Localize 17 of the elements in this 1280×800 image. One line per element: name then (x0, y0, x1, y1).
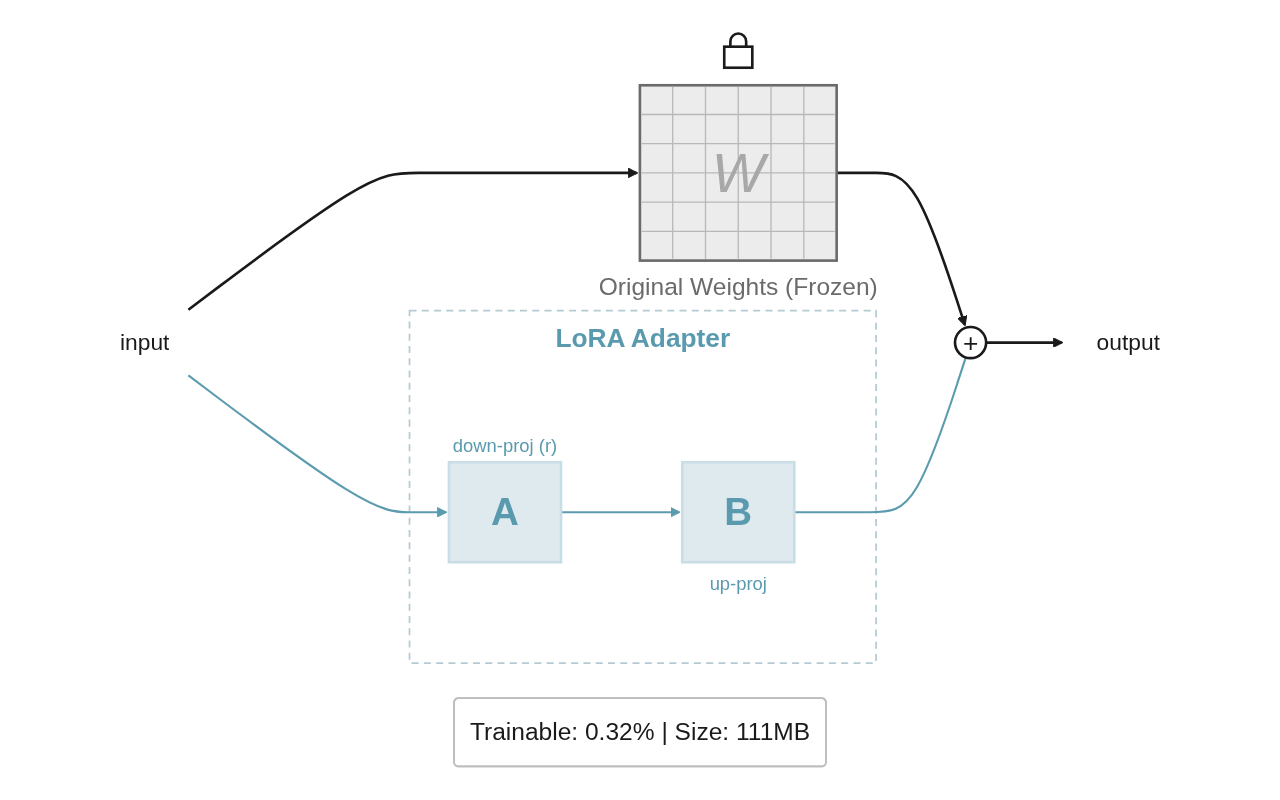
arrow (836, 171, 968, 327)
weight-matrix-box: W (638, 83, 838, 262)
process-box: A (447, 460, 563, 564)
connector-line (794, 357, 967, 514)
sum-circle: + (953, 325, 988, 360)
process-box: B (680, 460, 796, 564)
caption-text: Original Weights (Frozen) (598, 273, 878, 301)
arrow (187, 167, 639, 311)
caption-text: down-proj (r) (452, 434, 558, 456)
arrow (561, 506, 681, 518)
arrow (187, 374, 448, 518)
output-label: output (1096, 329, 1160, 356)
caption-text: up-proj (709, 573, 767, 595)
stats-box: Trainable: 0.32% | Size: 111MB (453, 697, 827, 768)
input-label: input (120, 329, 170, 356)
group-title: LoRA Adapter (555, 323, 731, 354)
arrow (986, 337, 1064, 348)
